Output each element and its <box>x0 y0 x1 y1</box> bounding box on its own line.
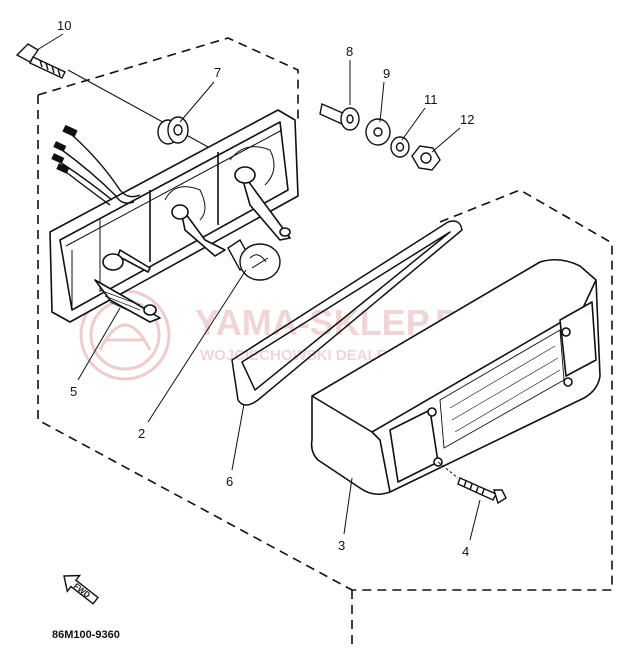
callout-10: 10 <box>57 18 71 33</box>
callout-7: 7 <box>214 65 221 80</box>
callout-leaders <box>36 33 481 541</box>
callout-numbers: 10 7 8 9 11 12 5 2 6 3 4 <box>57 18 474 559</box>
callout-11: 11 <box>424 92 438 107</box>
spring-washer-11 <box>390 136 410 158</box>
callout-2: 2 <box>138 426 145 441</box>
lamp-housing <box>49 109 299 323</box>
screw-4-leader <box>437 461 459 479</box>
callout-9: 9 <box>383 66 390 81</box>
bulb-2 <box>227 238 281 281</box>
collar-8 <box>319 103 360 131</box>
callout-8: 8 <box>346 44 353 59</box>
callout-3: 3 <box>338 538 345 553</box>
callout-4: 4 <box>462 544 469 559</box>
grommet-7 <box>157 116 189 145</box>
screw-10 <box>15 43 66 79</box>
drawing-code: 86M100-9360 <box>52 629 120 641</box>
lens-3 <box>310 258 601 496</box>
callout-6: 6 <box>226 474 233 489</box>
wire-harness <box>51 124 141 206</box>
gasket-6 <box>231 220 463 406</box>
nut-12 <box>411 145 441 171</box>
callout-12: 12 <box>460 112 474 127</box>
washer-9 <box>365 118 391 146</box>
callout-5: 5 <box>70 384 77 399</box>
screw-4 <box>457 477 507 505</box>
assembly-boundary <box>37 37 613 648</box>
fwd-arrow-icon: FWD <box>63 574 99 605</box>
